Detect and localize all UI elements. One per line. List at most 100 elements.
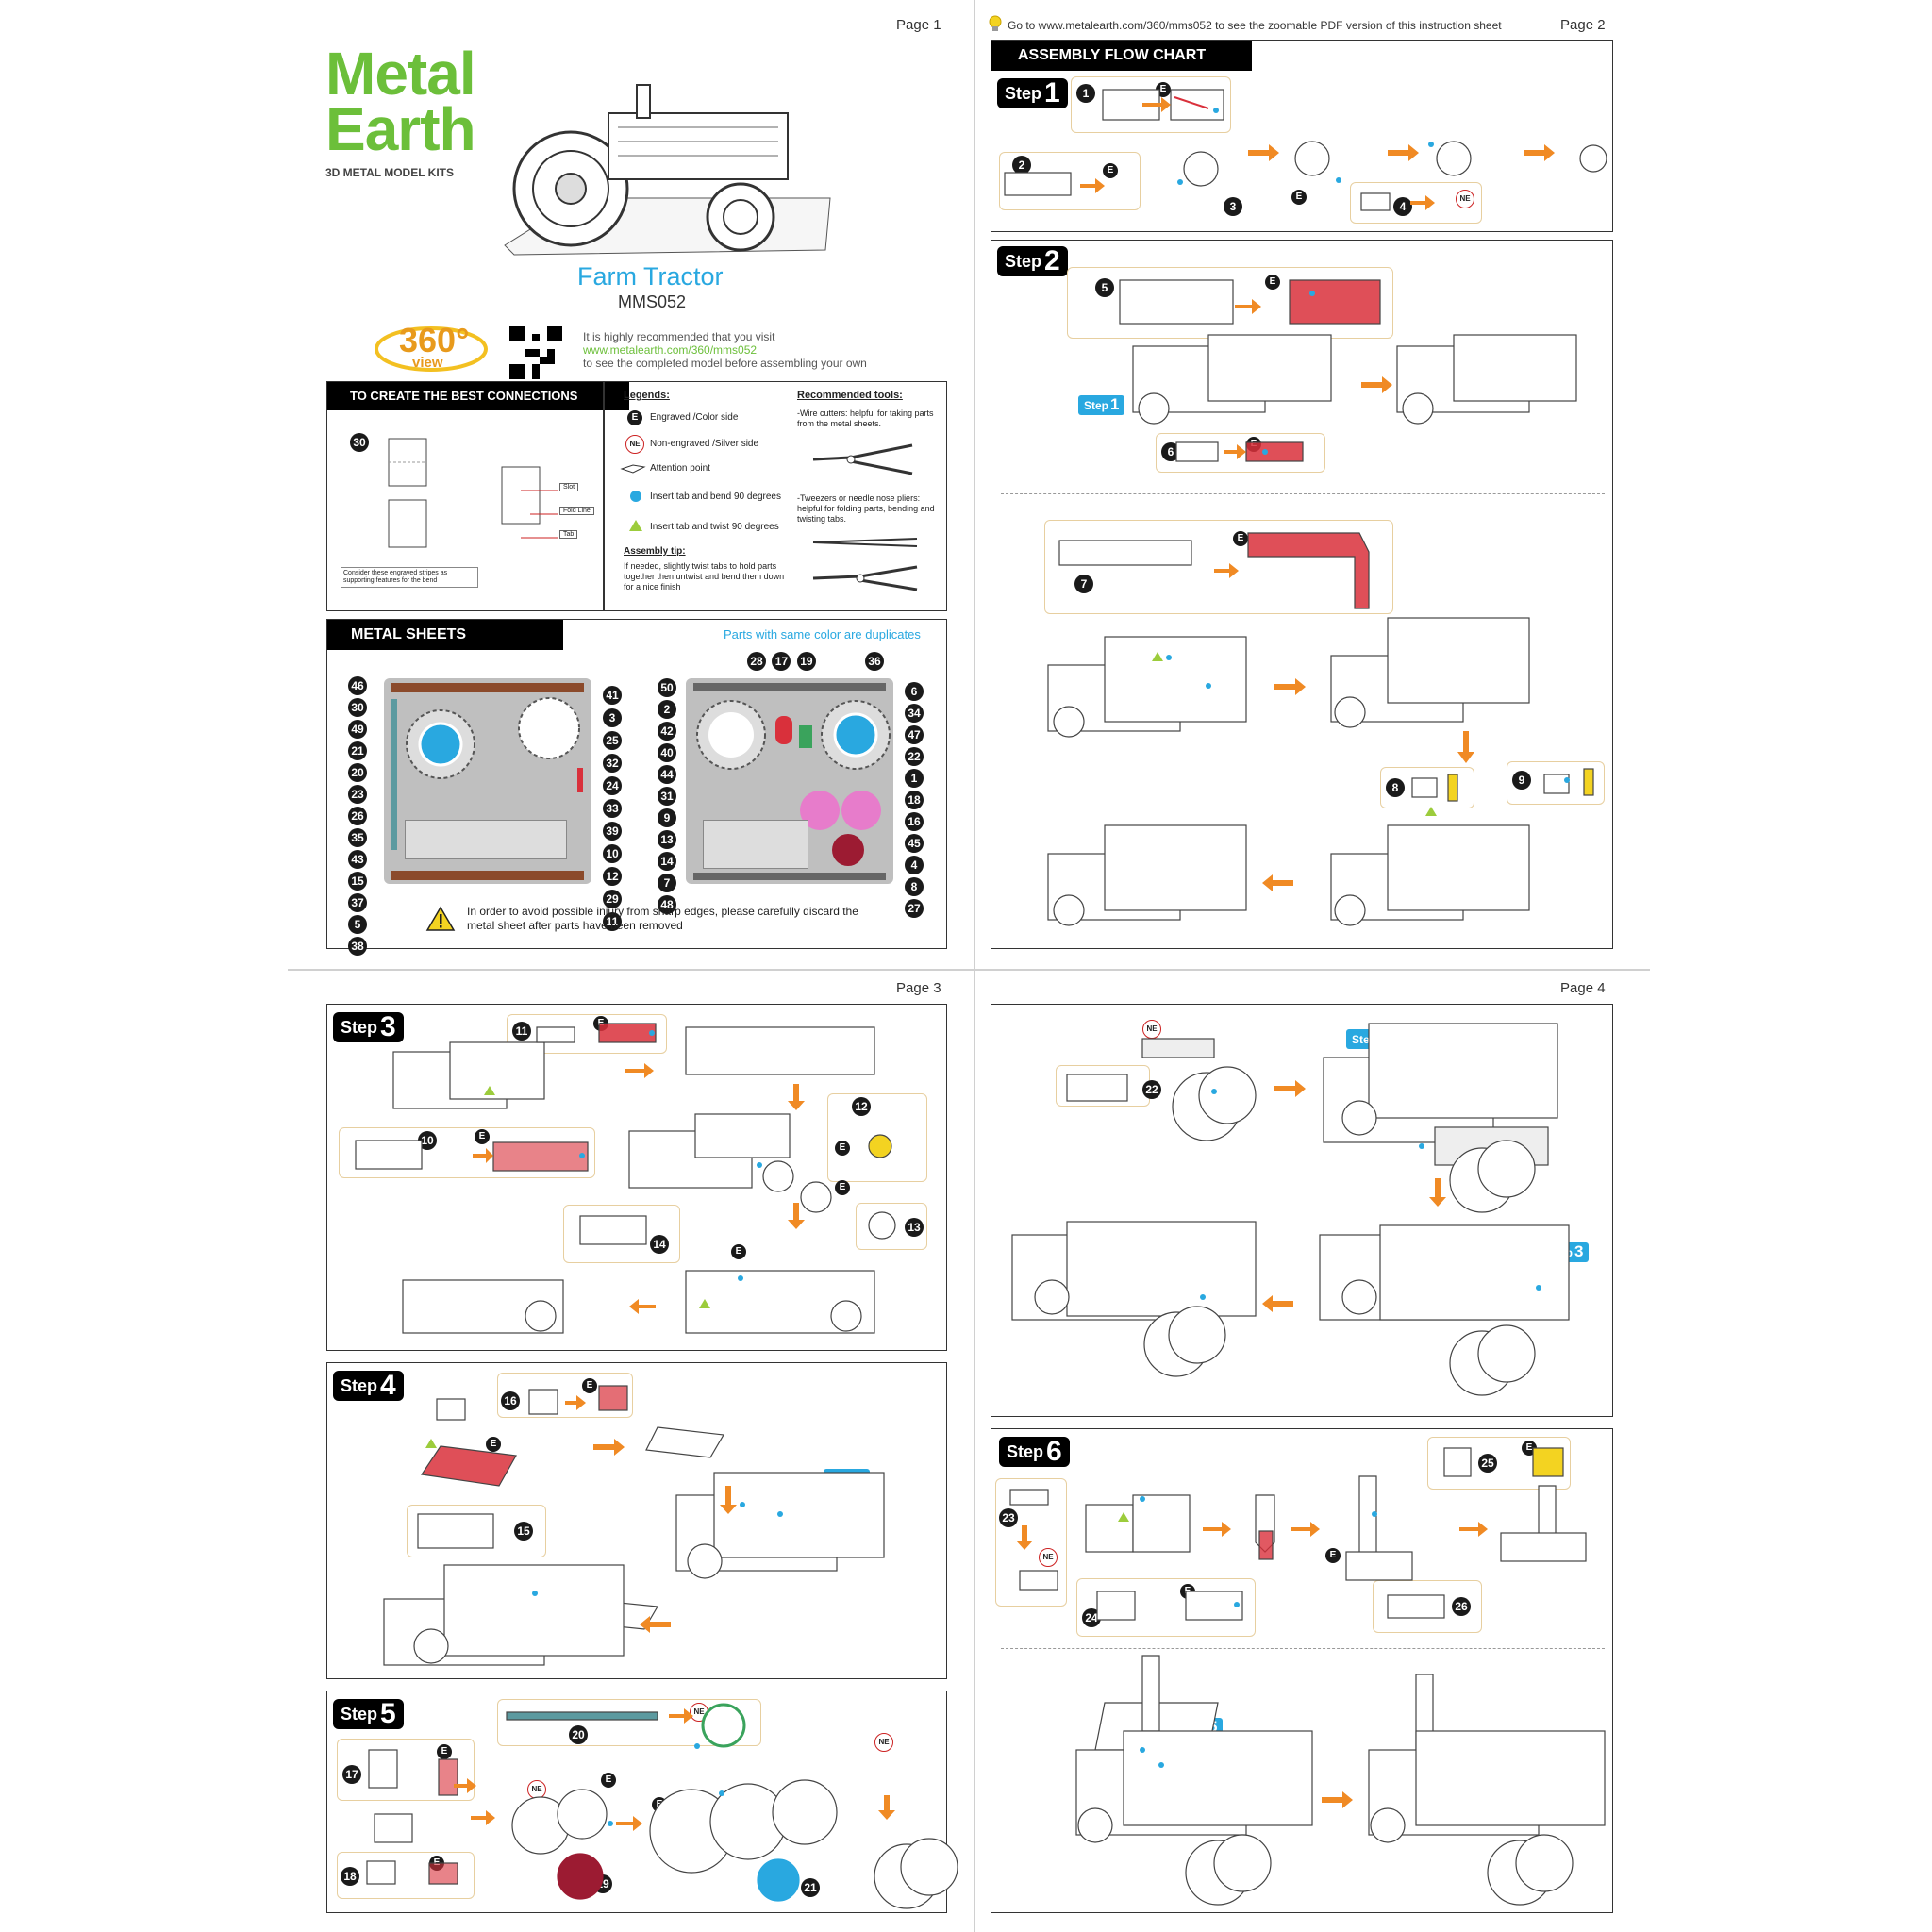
sheet-label: 21 bbox=[348, 741, 367, 760]
part-number: 10 bbox=[418, 1131, 437, 1150]
part-number: 30 bbox=[350, 433, 369, 452]
part-number: 22 bbox=[1142, 1080, 1161, 1099]
sheet-label: 34 bbox=[905, 704, 924, 723]
sheet-wheel-left bbox=[406, 709, 475, 779]
part-number: 15 bbox=[514, 1522, 533, 1541]
sheet-label: 12 bbox=[603, 867, 622, 886]
sheet-label: 18 bbox=[905, 791, 924, 809]
legend-engraved: Engraved /Color side bbox=[650, 412, 739, 423]
metal-sheets-panel: METAL SHEETS Parts with same color are d… bbox=[326, 619, 947, 956]
step-3-drawing bbox=[355, 1023, 896, 1334]
fold-diagram-left bbox=[388, 438, 427, 548]
step-number: 4 bbox=[380, 1370, 396, 1401]
part-number: 3 bbox=[1224, 197, 1242, 216]
engraved-badge: E bbox=[601, 1773, 616, 1788]
slot-label: Slot bbox=[559, 483, 579, 491]
sheet-label: 22 bbox=[905, 747, 924, 766]
sheet-label: 32 bbox=[603, 754, 622, 773]
logo-tagline: 3D METAL MODEL KITS bbox=[325, 166, 455, 179]
sheet-frame-parts bbox=[405, 820, 567, 859]
left-sheet-right-labels: 41 3 25 32 24 33 39 10 12 29 11 bbox=[603, 686, 622, 935]
sheet-label: 25 bbox=[603, 731, 622, 750]
sheet-magenta-wheels bbox=[800, 791, 881, 830]
assembly-tip-text: If needed, slightly twist tabs to hold p… bbox=[624, 561, 785, 591]
step-word: Step bbox=[1007, 1442, 1044, 1461]
part-number: 23 bbox=[999, 1508, 1018, 1527]
legend-bend: Insert tab and bend 90 degrees bbox=[650, 491, 781, 502]
legends-title: Legends: bbox=[624, 390, 670, 401]
sheet-red-part bbox=[577, 768, 583, 792]
part-number: 14 bbox=[650, 1235, 669, 1254]
page-divider-horizontal bbox=[288, 969, 1650, 971]
nonengraved-badge: NE bbox=[625, 435, 644, 454]
view-360-link[interactable]: www.metalearth.com/360/mms052 bbox=[583, 343, 758, 357]
sheet-warning: In order to avoid possible injury from s… bbox=[467, 905, 858, 932]
page-number-2: Page 2 bbox=[1560, 17, 1606, 33]
sheet-label: 6 bbox=[905, 682, 924, 701]
engraved-badge: E bbox=[1265, 275, 1280, 290]
engraved-badge: E bbox=[1103, 163, 1118, 178]
connections-title: TO CREATE THE BEST CONNECTIONS bbox=[327, 382, 629, 410]
step-number: 5 bbox=[380, 1698, 396, 1729]
engraved-badge: E bbox=[835, 1180, 850, 1195]
sheet-label: 26 bbox=[348, 807, 367, 825]
view-360-text: It is highly recommended that you visit … bbox=[583, 330, 867, 370]
step-4-drawing bbox=[383, 1385, 885, 1666]
wire-cutters-icon bbox=[812, 443, 913, 475]
engraved-badge: E bbox=[1325, 1548, 1341, 1563]
part-number: 12 bbox=[852, 1097, 871, 1116]
metal-sheets-note: Parts with same color are duplicates bbox=[724, 627, 921, 641]
page-number-1: Page 1 bbox=[896, 17, 941, 33]
sheet-label: 33 bbox=[603, 799, 622, 818]
sheet-label: 16 bbox=[905, 812, 924, 831]
metal-sheet-left bbox=[384, 678, 591, 884]
sheet-wheel-blue bbox=[821, 700, 891, 770]
tractor-illustration bbox=[504, 84, 831, 256]
step-2-separator bbox=[1001, 493, 1605, 494]
sheet-frame-parts bbox=[703, 820, 808, 869]
logo-line-1: Metal bbox=[325, 40, 476, 108]
part-number: 2 bbox=[1012, 156, 1031, 175]
green-triangle-icon bbox=[629, 520, 642, 531]
part-number: 1 bbox=[1076, 84, 1095, 103]
page-number-4: Page 4 bbox=[1560, 980, 1606, 996]
part-number: 11 bbox=[512, 1022, 531, 1041]
logo-line-2: Earth bbox=[325, 95, 476, 163]
sheet-label: 3 bbox=[603, 708, 622, 727]
sheet-strip-brown bbox=[391, 683, 584, 692]
nonengraved-badge: NE bbox=[874, 1733, 893, 1752]
engraved-badge: E bbox=[1233, 531, 1248, 546]
part-number: 16 bbox=[501, 1391, 520, 1410]
warning-icon bbox=[425, 906, 456, 931]
engraved-badge: E bbox=[437, 1744, 452, 1759]
step-word: Step bbox=[341, 1376, 378, 1395]
sheet-label: 29 bbox=[603, 890, 622, 908]
sheet-label: 14 bbox=[658, 852, 676, 871]
step-number: 3 bbox=[1574, 1242, 1584, 1260]
tools-tweezers: -Tweezers or needle nose pliers: helpful… bbox=[797, 493, 935, 524]
assembly-tip-title: Assembly tip: bbox=[624, 546, 686, 557]
sheet-label: 31 bbox=[658, 787, 676, 806]
sheet-label: 47 bbox=[905, 725, 924, 744]
view-360-swoosh-icon bbox=[375, 326, 488, 372]
sheet-label: 1 bbox=[905, 769, 924, 788]
flow-chart-title: ASSEMBLY FLOW CHART bbox=[991, 41, 1252, 71]
sheet-label: 8 bbox=[905, 877, 924, 896]
fold-diagram-right bbox=[501, 466, 558, 539]
attention-hand-icon bbox=[620, 464, 646, 474]
sheet-strip-grey bbox=[693, 683, 886, 691]
sheet-label: 7 bbox=[658, 874, 676, 892]
part-number: 13 bbox=[905, 1218, 924, 1237]
sheet-label: 30 bbox=[348, 698, 367, 717]
blue-dot-icon bbox=[630, 491, 641, 502]
legend-attention: Attention point bbox=[650, 463, 710, 474]
view-360-badge: 360° view bbox=[373, 321, 491, 375]
step-2-drawing bbox=[1047, 279, 1594, 926]
sheet-label: 4 bbox=[905, 856, 924, 874]
sheet-label: 15 bbox=[348, 872, 367, 891]
